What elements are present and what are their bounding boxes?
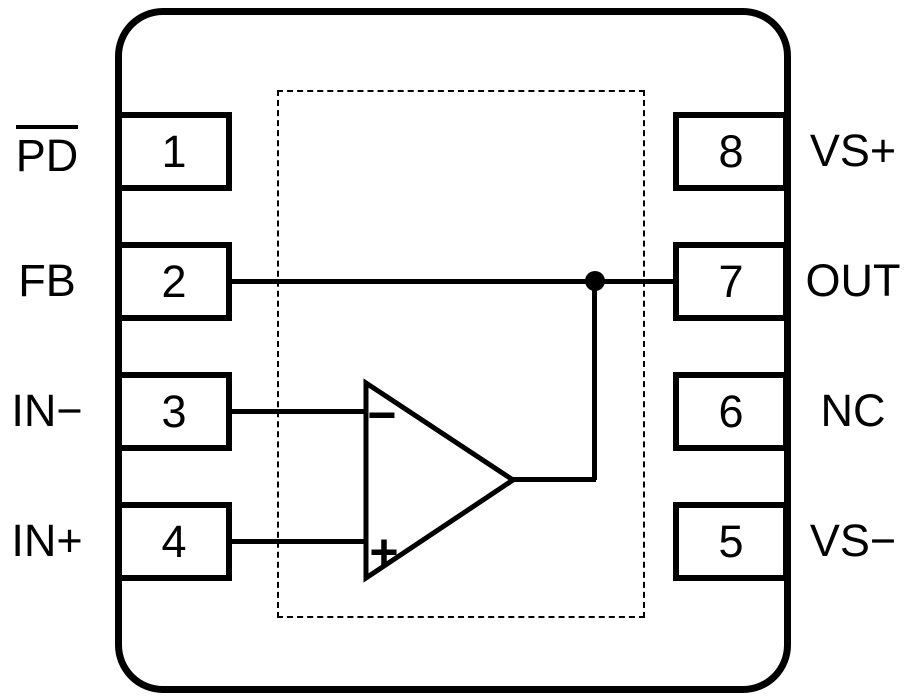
pin-box-6: 6 [673, 372, 789, 451]
pin-label-in-minus: IN− [11, 385, 83, 436]
pin-box-8: 8 [673, 112, 789, 191]
wire-pin4-to-noninverting-input [230, 539, 367, 544]
junction-dot [585, 271, 605, 291]
wire-opamp-output-horizontal [510, 477, 596, 482]
non-inverting-input-sign: + [369, 524, 399, 580]
wire-fb-to-out [230, 279, 675, 284]
pin-box-4: 4 [116, 502, 232, 581]
pin-label-in-plus: IN+ [11, 515, 83, 566]
pin-label-nc: NC [820, 385, 886, 436]
pin-box-2: 2 [116, 242, 232, 321]
pin-box-1: 1 [116, 112, 232, 191]
pin-label-fb: FB [18, 255, 76, 306]
pin-number-1: 1 [161, 125, 187, 177]
pin-number-5: 5 [718, 515, 744, 567]
pin-box-5: 5 [673, 502, 789, 581]
pd-overline-text: PD [15, 124, 79, 178]
pin-number-3: 3 [161, 385, 187, 437]
pin-number-2: 2 [161, 255, 187, 307]
pin-number-8: 8 [718, 125, 744, 177]
pin-label-out: OUT [805, 255, 901, 306]
pin-label-vs-plus: VS+ [809, 125, 897, 176]
pin-number-7: 7 [718, 255, 744, 307]
wire-opamp-output-vertical [592, 281, 597, 480]
internal-circuit-boundary [277, 90, 645, 618]
pin-box-7: 7 [673, 242, 789, 321]
inverting-input-sign: − [367, 387, 397, 443]
pin-number-6: 6 [718, 385, 744, 437]
pin-number-4: 4 [161, 515, 187, 567]
pin-box-3: 3 [116, 372, 232, 451]
opamp-triangle [363, 378, 518, 583]
pin-label-pd: PD [0, 124, 94, 178]
wire-pin3-to-inverting-input [230, 409, 367, 414]
pin-label-vs-minus: VS− [809, 515, 897, 566]
